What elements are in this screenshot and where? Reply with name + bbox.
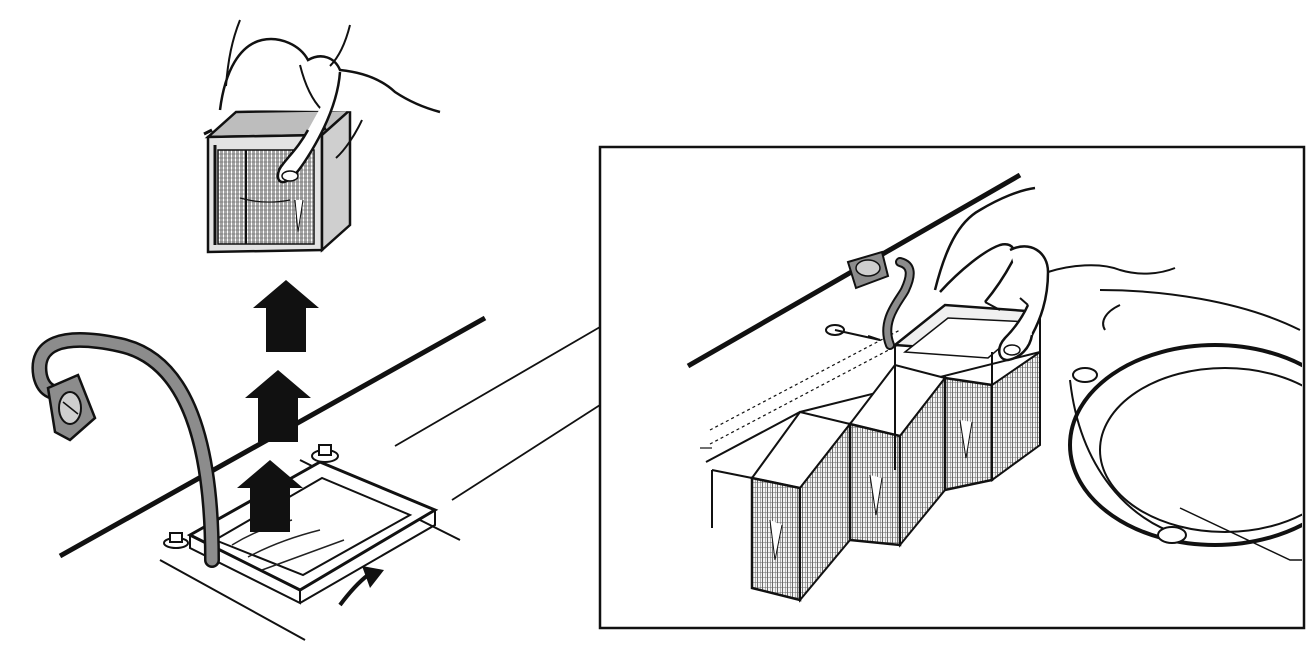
filter-cartridge — [203, 107, 354, 254]
lift-arrows — [237, 280, 319, 532]
hand-icon — [218, 19, 441, 184]
cable — [31, 331, 220, 568]
rotate-arrow-icon — [338, 566, 384, 607]
up-arrow-icon — [245, 370, 311, 442]
fan-duct — [1068, 289, 1302, 561]
up-arrow-icon — [253, 280, 319, 352]
connector-plug-icon — [46, 373, 97, 442]
latch-knob-icon — [163, 444, 339, 549]
inset-hand-icon — [933, 186, 1176, 362]
filter-cartridges — [711, 303, 1044, 603]
left-scene — [31, 19, 487, 641]
callout-lines — [394, 326, 601, 501]
filter-cartridge-1 — [711, 410, 852, 603]
detail-inset — [598, 145, 1306, 630]
inset-connector-plug-icon — [846, 250, 890, 290]
inset-cable — [846, 250, 915, 350]
up-arrow-icon — [237, 460, 303, 532]
filter-housing — [163, 444, 439, 605]
